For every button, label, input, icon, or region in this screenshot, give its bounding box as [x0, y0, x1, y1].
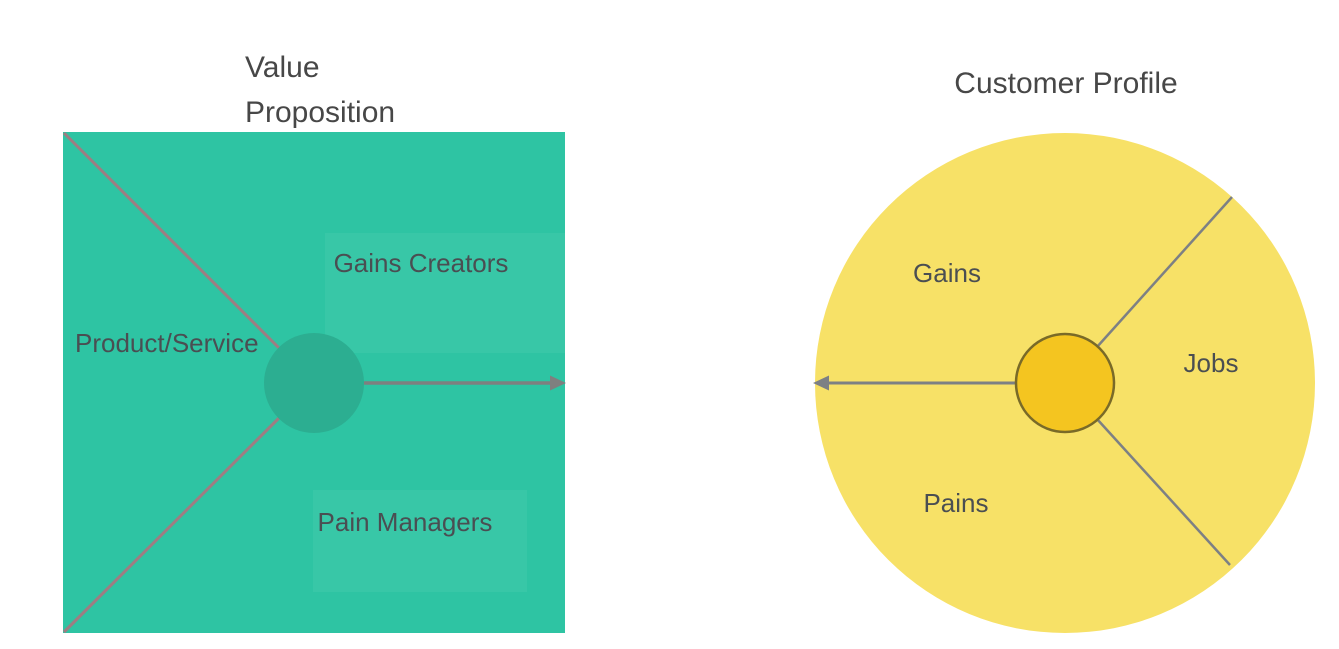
- pains-label: Pains: [923, 488, 988, 518]
- fit-arrow-right-head: [550, 375, 566, 391]
- divider-line-lower-right: [1096, 418, 1231, 566]
- divider-line-bottom-left: [62, 416, 281, 634]
- customer-profile-center-circle: [1014, 332, 1116, 434]
- divider-line-top-left: [62, 131, 281, 350]
- fit-arrow-left-head: [813, 375, 829, 391]
- value-proposition-title-line2: Proposition: [245, 96, 395, 129]
- customer-profile-diagram: Customer Profile Gains Jobs Pains: [813, 67, 1315, 633]
- pain-managers-label-backdrop: [313, 490, 527, 592]
- value-proposition-diagram: Value Proposition Gains Creators Product…: [62, 51, 566, 634]
- divider-line-upper-right: [1096, 196, 1233, 348]
- gains-label: Gains: [913, 258, 981, 288]
- value-proposition-center-circle: [264, 333, 364, 433]
- gains-creators-label-backdrop: [325, 233, 565, 353]
- product-service-label: Product/Service: [75, 328, 259, 358]
- pain-managers-label: Pain Managers: [318, 507, 493, 537]
- gains-creators-label: Gains Creators: [334, 248, 509, 278]
- value-proposition-title-line1: Value: [245, 51, 320, 84]
- jobs-label: Jobs: [1184, 348, 1239, 378]
- customer-profile-title: Customer Profile: [954, 67, 1177, 100]
